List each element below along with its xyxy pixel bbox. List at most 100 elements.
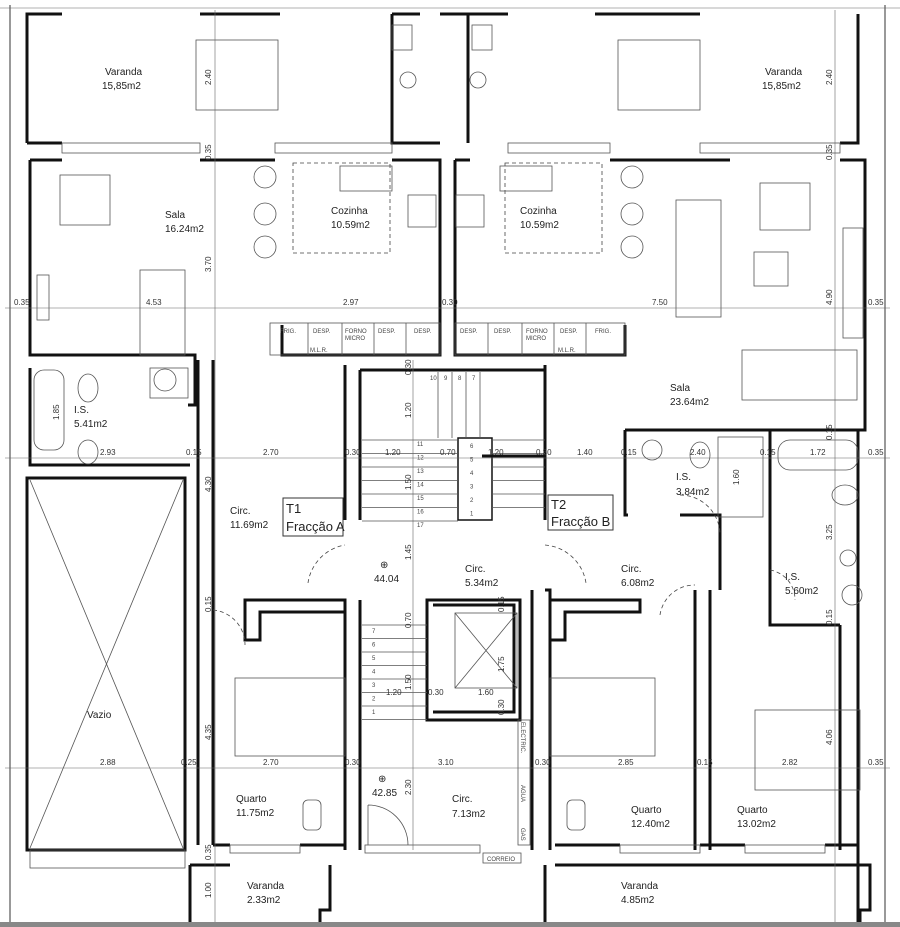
dimension-label: 0.35: [868, 298, 884, 307]
dimension-label: 2.70: [263, 758, 279, 767]
cabinet-label: M.L.R.: [310, 348, 328, 354]
stair-step-number: 14: [417, 483, 424, 489]
room-area: 11.69m2: [230, 520, 269, 531]
dimension-label: 4.30: [204, 476, 213, 492]
dimension-label: 4.06: [825, 729, 834, 745]
dimension-label: 0.35: [204, 144, 213, 160]
room-name: Quarto: [236, 794, 267, 805]
dimension-label: 7.50: [652, 298, 668, 307]
stair-step-number: 15: [417, 496, 424, 502]
dimension-label: 1.50: [404, 474, 413, 490]
dimension-label: 2.97: [343, 298, 359, 307]
stair-step-number: 8: [458, 376, 462, 382]
room-name: Cozinha: [331, 206, 368, 217]
dimension-label: 1.45: [404, 544, 413, 560]
cabinet-label: FORNO MICRO: [526, 329, 549, 342]
dimension-label: 2.30: [404, 779, 413, 795]
dimension-label: 3.10: [438, 758, 454, 767]
room-name: Varanda: [247, 881, 285, 892]
shaft-agua: AGUA: [519, 785, 525, 802]
stair-step-number: 12: [417, 456, 424, 462]
cabinet-label: DESP.: [414, 329, 432, 335]
stair-step-number: 2: [470, 498, 474, 504]
room-name: Varanda: [105, 67, 143, 78]
unit-code: T1: [286, 501, 301, 516]
dimension-label: 0.70: [440, 448, 456, 457]
shafts: ELECTRIC. AGUA GAS CORREIO: [482, 719, 531, 864]
dimension-label: 2.40: [825, 69, 834, 85]
dimension-label: 0.15: [186, 448, 202, 457]
level-markers: ⊕ 44.04 ⊕ 42.85: [372, 560, 399, 799]
stair-step-number: 5: [470, 458, 474, 464]
stair-step-number: 2: [372, 697, 376, 703]
dimension-lines: [5, 10, 890, 922]
dimension-label: 2.40: [690, 448, 706, 457]
dimension-label: 1.20: [385, 448, 401, 457]
furniture: [33, 24, 864, 846]
stair-step-number: 1: [372, 710, 376, 716]
room-area: 15,85m2: [762, 81, 801, 92]
room-area: 12.40m2: [631, 819, 670, 830]
dimension-label: 1.20: [386, 688, 402, 697]
room-area: 13.02m2: [737, 819, 776, 830]
room-name: Varanda: [621, 881, 659, 892]
dimension-label: 1.20: [488, 448, 504, 457]
room-name: Circ.: [465, 564, 486, 575]
room-area: 16.24m2: [165, 224, 204, 235]
unit-name: Fracção A: [286, 519, 345, 534]
stair-step-number: 4: [470, 471, 474, 477]
dimension-label: 0.70: [404, 612, 413, 628]
dimension-label: 0.30: [345, 758, 361, 767]
room-area: 5.41m2: [74, 419, 108, 430]
dimension-label: 0.15: [825, 424, 834, 440]
doors: [212, 494, 796, 646]
dimension-label: 0.15: [497, 596, 506, 612]
room-area: 23.64m2: [670, 397, 709, 408]
frame-lines: [0, 5, 900, 927]
dimension-label: 1.50: [404, 674, 413, 690]
shaft-gas: GAS: [519, 828, 525, 841]
unit-tag-t2: T2 Fracção B: [547, 494, 614, 531]
room-labels: Varanda 15,85m2 Varanda 15,85m2 Sala 16.…: [74, 67, 819, 906]
dimension-label: 4.90: [825, 289, 834, 305]
room-area: 4.85m2: [621, 895, 655, 906]
room-name: Circ.: [452, 794, 473, 805]
dimension-label: 1.40: [577, 448, 593, 457]
room-name: Varanda: [765, 67, 803, 78]
level-value: 44.04: [374, 574, 399, 585]
room-name: Sala: [165, 210, 185, 221]
cabinet-label: FORNO MICRO: [345, 329, 368, 342]
dimension-label: 0.30: [535, 758, 551, 767]
room-name: Quarto: [737, 805, 768, 816]
lift-shaft-icon: [454, 612, 518, 689]
dimension-label: 0.35: [204, 844, 213, 860]
room-name: Vazio: [87, 710, 112, 721]
room-area: 3.84m2: [676, 487, 710, 498]
dimension-label: 0.15: [621, 448, 637, 457]
dimension-label: 0.15: [204, 596, 213, 612]
windows: [29, 142, 841, 869]
room-area: 10.59m2: [520, 220, 559, 231]
stair-step-number: 7: [372, 629, 376, 635]
dimension-label: 1.85: [52, 404, 61, 420]
shaft-electric: ELECTRIC.: [519, 722, 525, 754]
level-value: 42.85: [372, 788, 397, 799]
dimension-label: 1.00: [204, 882, 213, 898]
dimension-label: 4.35: [204, 724, 213, 740]
bed-b1: [549, 677, 656, 757]
kitchen-cabinets-b: DESP. DESP. FORNO MICRO DESP. FRIG. M.L.…: [454, 322, 626, 356]
stair-step-number: 6: [470, 444, 474, 450]
dimension-label: 0.35: [14, 298, 30, 307]
dimension-label: 0.30: [428, 688, 444, 697]
stair-step-number: 17: [417, 523, 424, 529]
room-name: Circ.: [621, 564, 642, 575]
stair-step-number: 13: [417, 469, 424, 475]
dimension-label: 1.60: [478, 688, 494, 697]
vazio-void: [29, 479, 184, 849]
room-name: I.S.: [676, 472, 691, 483]
room-name: Sala: [670, 383, 690, 394]
level-marker-icon: ⊕: [380, 560, 388, 571]
dimension-label: 0.30: [345, 448, 361, 457]
